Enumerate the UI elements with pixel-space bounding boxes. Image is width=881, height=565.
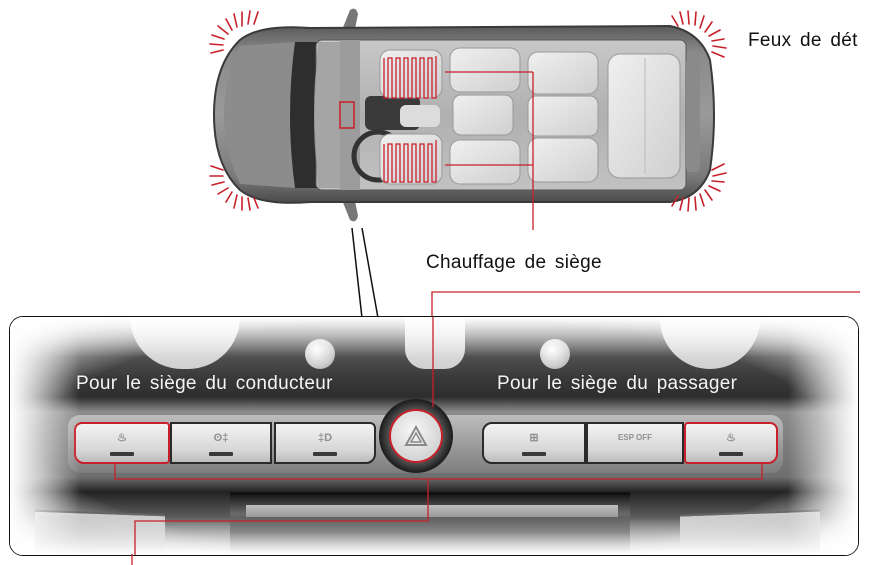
- hazard-light-front-left-icon: [209, 10, 259, 54]
- hazard-light-rear-left-icon: [209, 165, 259, 211]
- hazard-light-front-right-icon: [671, 10, 727, 58]
- vignette: [10, 317, 858, 555]
- dashboard-panel: Pour le siège du conducteur Pour le sièg…: [9, 316, 859, 556]
- seat-heating-label: Chauffage de siège: [426, 252, 602, 273]
- hazard-light-rear-right-icon: [671, 163, 727, 212]
- car-top-view: [212, 8, 715, 230]
- seat-heater-bracket-line: [114, 317, 763, 555]
- bottom-callout-line: [131, 554, 133, 565]
- hazard-lights-label: Feux de dét: [748, 30, 858, 51]
